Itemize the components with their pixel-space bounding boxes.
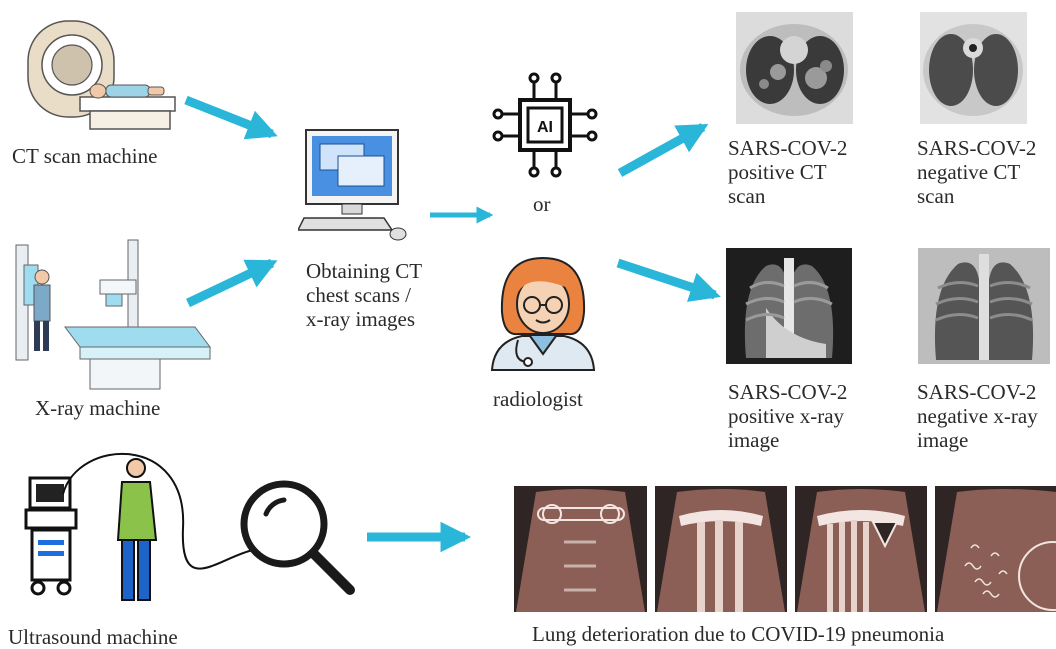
radiologist-avatar [490,256,596,371]
ai-chip-text: AI [537,119,553,136]
computer-icon [298,129,407,241]
lung-ultrasound-4 [935,486,1056,612]
ultrasound-machine-label: Ultrasound machine [8,625,178,649]
ct-negative-label: SARS-COV-2 negative CT scan [917,136,1037,208]
xray-positive-label: SARS-COV-2 positive x-ray image [728,380,848,452]
xray-negative-image [918,248,1050,364]
or-label: or [533,192,551,216]
ct-positive-image [736,12,853,124]
lung-ultrasound-1 [514,486,647,612]
ai-chip-icon: AI [492,72,598,178]
xray-machine-illustration [15,239,211,390]
lung-deterioration-label: Lung deterioration due to COVID-19 pneum… [532,622,945,646]
xray-machine-label: X-ray machine [35,396,161,420]
ct-scanner-illustration [27,20,176,130]
magnifying-glass-icon [240,480,355,595]
ct-machine-label: CT scan machine [12,144,158,168]
lung-ultrasound-3 [795,486,927,612]
lung-ultrasound-2 [655,486,787,612]
arrow-radiologist-to-xray-results [616,258,721,302]
ultrasound-machine-illustration [24,452,254,601]
xray-negative-label: SARS-COV-2 negative x-ray image [917,380,1038,452]
xray-positive-image [726,248,852,364]
radiologist-label: radiologist [493,387,583,411]
arrow-ai-to-ct-results [617,123,709,177]
arrow-ct-to-computer [184,95,278,140]
ct-positive-label: SARS-COV-2 positive CT scan [728,136,848,208]
ct-negative-image [920,12,1027,124]
obtaining-images-label: Obtaining CT chest scans / x-ray images [306,259,423,331]
